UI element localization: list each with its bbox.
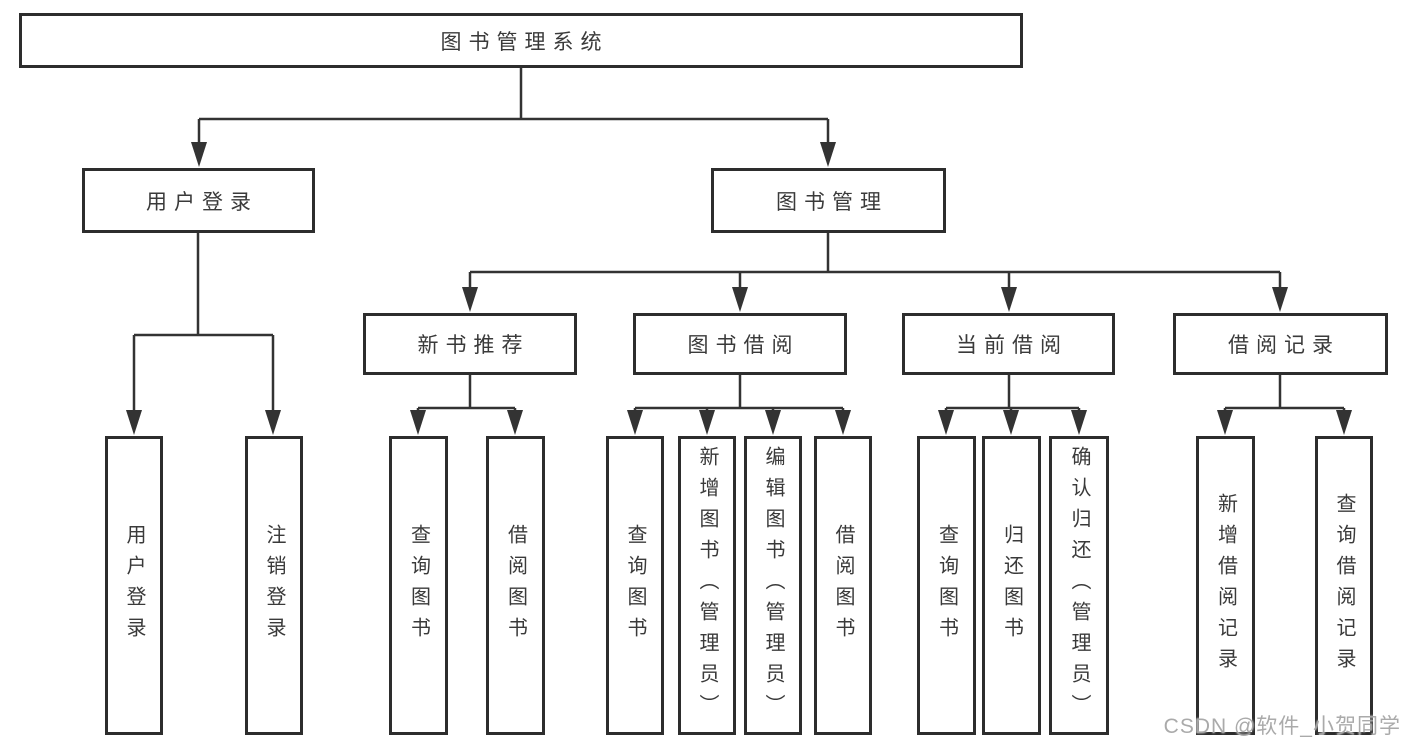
node-label: 借阅图书 bbox=[832, 523, 854, 648]
connector-new-book-branch bbox=[416, 375, 517, 414]
node-book-management: 图书管理 bbox=[711, 168, 946, 233]
node-label: 图书管理系统 bbox=[440, 30, 609, 54]
connector-user-login-branch bbox=[132, 233, 275, 414]
node-label: 注销登录 bbox=[263, 523, 285, 648]
arrow-down-icon bbox=[627, 410, 643, 435]
arrow-down-icon bbox=[765, 410, 781, 435]
leaf-add-borrow-record: 新增借阅记录 bbox=[1196, 436, 1255, 735]
arrow-down-icon bbox=[191, 142, 207, 167]
leaf-add-book-admin: 新增图书（管理员） bbox=[678, 436, 736, 735]
node-book-borrow: 图书借阅 bbox=[633, 313, 847, 375]
arrow-down-icon bbox=[732, 287, 748, 312]
node-label: 借阅图书 bbox=[504, 523, 527, 648]
node-root-system: 图书管理系统 bbox=[19, 13, 1023, 68]
node-borrow-record: 借阅记录 bbox=[1173, 313, 1388, 375]
leaf-edit-book-admin: 编辑图书（管理员） bbox=[744, 436, 802, 735]
leaf-logout: 注销登录 bbox=[245, 436, 303, 735]
node-label: 用户登录 bbox=[123, 523, 145, 648]
arrow-down-icon bbox=[1001, 287, 1017, 312]
arrow-down-icon bbox=[820, 142, 836, 167]
node-label: 新增图书（管理员） bbox=[696, 446, 718, 725]
csdn-watermark: CSDN @软件_小贺同学 bbox=[1163, 715, 1401, 738]
node-label: 归还图书 bbox=[1000, 523, 1023, 648]
arrow-down-icon bbox=[462, 287, 478, 312]
arrow-down-icon bbox=[126, 410, 142, 435]
node-label: 确认归还（管理员） bbox=[1068, 446, 1090, 725]
arrow-heads bbox=[126, 142, 1352, 435]
node-label: 查询借阅记录 bbox=[1333, 492, 1355, 679]
node-label: 查询图书 bbox=[624, 523, 646, 648]
node-new-book-recommend: 新书推荐 bbox=[363, 313, 577, 375]
leaf-borrow-book-recommend: 借阅图书 bbox=[486, 436, 545, 735]
node-label: 借阅记录 bbox=[1228, 334, 1340, 357]
node-label: 用户登录 bbox=[146, 190, 258, 214]
arrow-down-icon bbox=[410, 410, 426, 435]
node-user-login: 用户登录 bbox=[82, 168, 315, 233]
connector-root-to-level2 bbox=[197, 68, 830, 146]
leaf-query-book-current: 查询图书 bbox=[917, 436, 976, 735]
arrow-down-icon bbox=[1336, 410, 1352, 435]
leaf-confirm-return-admin: 确认归还（管理员） bbox=[1049, 436, 1109, 735]
arrow-down-icon bbox=[265, 410, 281, 435]
connector-borrow-record-branch bbox=[1223, 375, 1346, 414]
leaf-query-book-recommend: 查询图书 bbox=[389, 436, 448, 735]
arrow-down-icon bbox=[699, 410, 715, 435]
arrow-down-icon bbox=[1217, 410, 1233, 435]
leaf-return-book: 归还图书 bbox=[982, 436, 1041, 735]
node-label: 编辑图书（管理员） bbox=[762, 446, 784, 725]
arrow-down-icon bbox=[938, 410, 954, 435]
node-label: 查询图书 bbox=[935, 523, 958, 648]
leaf-user-login: 用户登录 bbox=[105, 436, 163, 735]
node-label: 新增借阅记录 bbox=[1214, 492, 1237, 679]
node-label: 查询图书 bbox=[407, 523, 430, 648]
leaf-query-borrow-record: 查询借阅记录 bbox=[1315, 436, 1373, 735]
arrow-down-icon bbox=[507, 410, 523, 435]
arrow-down-icon bbox=[1272, 287, 1288, 312]
node-label: 图书借阅 bbox=[687, 334, 800, 357]
leaf-borrow-book: 借阅图书 bbox=[814, 436, 872, 735]
leaf-query-book-borrow: 查询图书 bbox=[606, 436, 664, 735]
arrow-down-icon bbox=[1071, 410, 1087, 435]
node-label: 新书推荐 bbox=[417, 334, 530, 357]
connector-book-borrow-branch bbox=[633, 375, 845, 414]
node-current-borrow: 当前借阅 bbox=[902, 313, 1115, 375]
arrow-down-icon bbox=[1003, 410, 1019, 435]
connector-current-borrow-branch bbox=[944, 375, 1081, 414]
arrow-down-icon bbox=[835, 410, 851, 435]
node-label: 图书管理 bbox=[776, 190, 888, 214]
connector-book-management-to-level3 bbox=[468, 233, 1282, 291]
node-label: 当前借阅 bbox=[956, 334, 1068, 357]
